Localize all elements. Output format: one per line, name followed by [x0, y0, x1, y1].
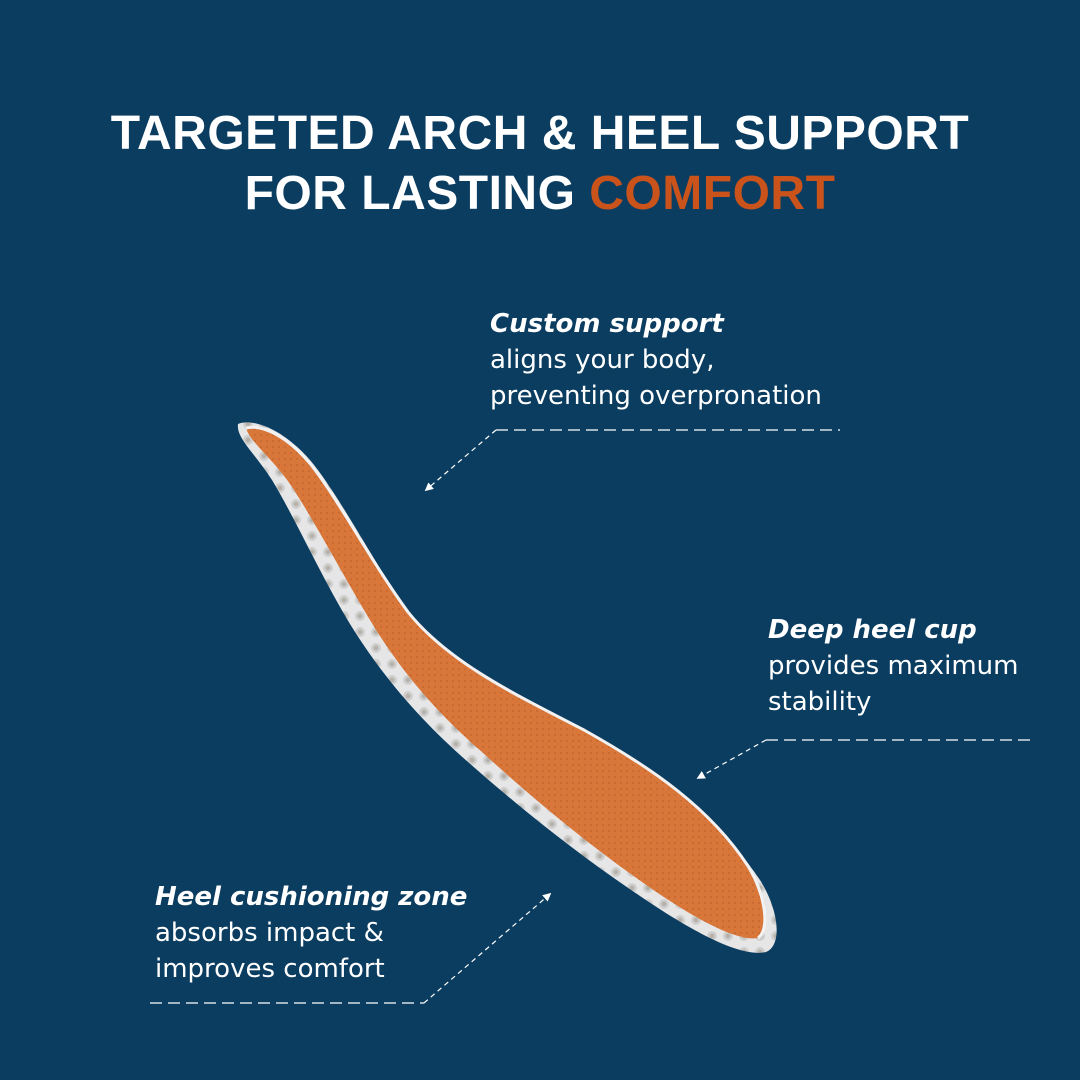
callout-heel-cushioning-line-1: absorbs impact & — [155, 918, 384, 948]
callout-deep-heel-cup-title: Deep heel cup — [768, 615, 977, 645]
headline-accent-word: COMFORT — [589, 167, 836, 220]
callout-custom-support-line-1: aligns your body, — [490, 345, 715, 375]
callout-heel-cushioning-line-2: improves comfort — [155, 954, 385, 984]
callout-custom-support-line-2: preventing overpronation — [490, 381, 822, 411]
headline-line-2: FOR LASTING COMFORT — [0, 164, 1080, 224]
callout-leader-deep-heel-cup — [696, 739, 1030, 779]
callout-heel-cushioning-title: Heel cushioning zone — [155, 882, 468, 912]
callout-leader-custom-support — [424, 429, 840, 492]
callout-heel-cushioning: Heel cushioning zone absorbs impact & im… — [155, 879, 515, 987]
callout-leader-heel-cushioning — [150, 892, 552, 1004]
callout-deep-heel-cup-line-2: stability — [768, 687, 872, 717]
callout-custom-support: Custom support aligns your body, prevent… — [490, 306, 1050, 414]
headline: TARGETED ARCH & HEEL SUPPORT FOR LASTING… — [0, 104, 1080, 224]
callout-custom-support-title: Custom support — [490, 309, 724, 339]
headline-line-2-prefix: FOR LASTING — [244, 167, 590, 220]
insole-top-mesh — [246, 427, 765, 939]
insole-rim — [245, 425, 767, 940]
callout-deep-heel-cup: Deep heel cup provides maximum stability — [768, 612, 1068, 720]
headline-line-1: TARGETED ARCH & HEEL SUPPORT — [110, 107, 970, 160]
callout-deep-heel-cup-line-1: provides maximum — [768, 651, 1019, 681]
